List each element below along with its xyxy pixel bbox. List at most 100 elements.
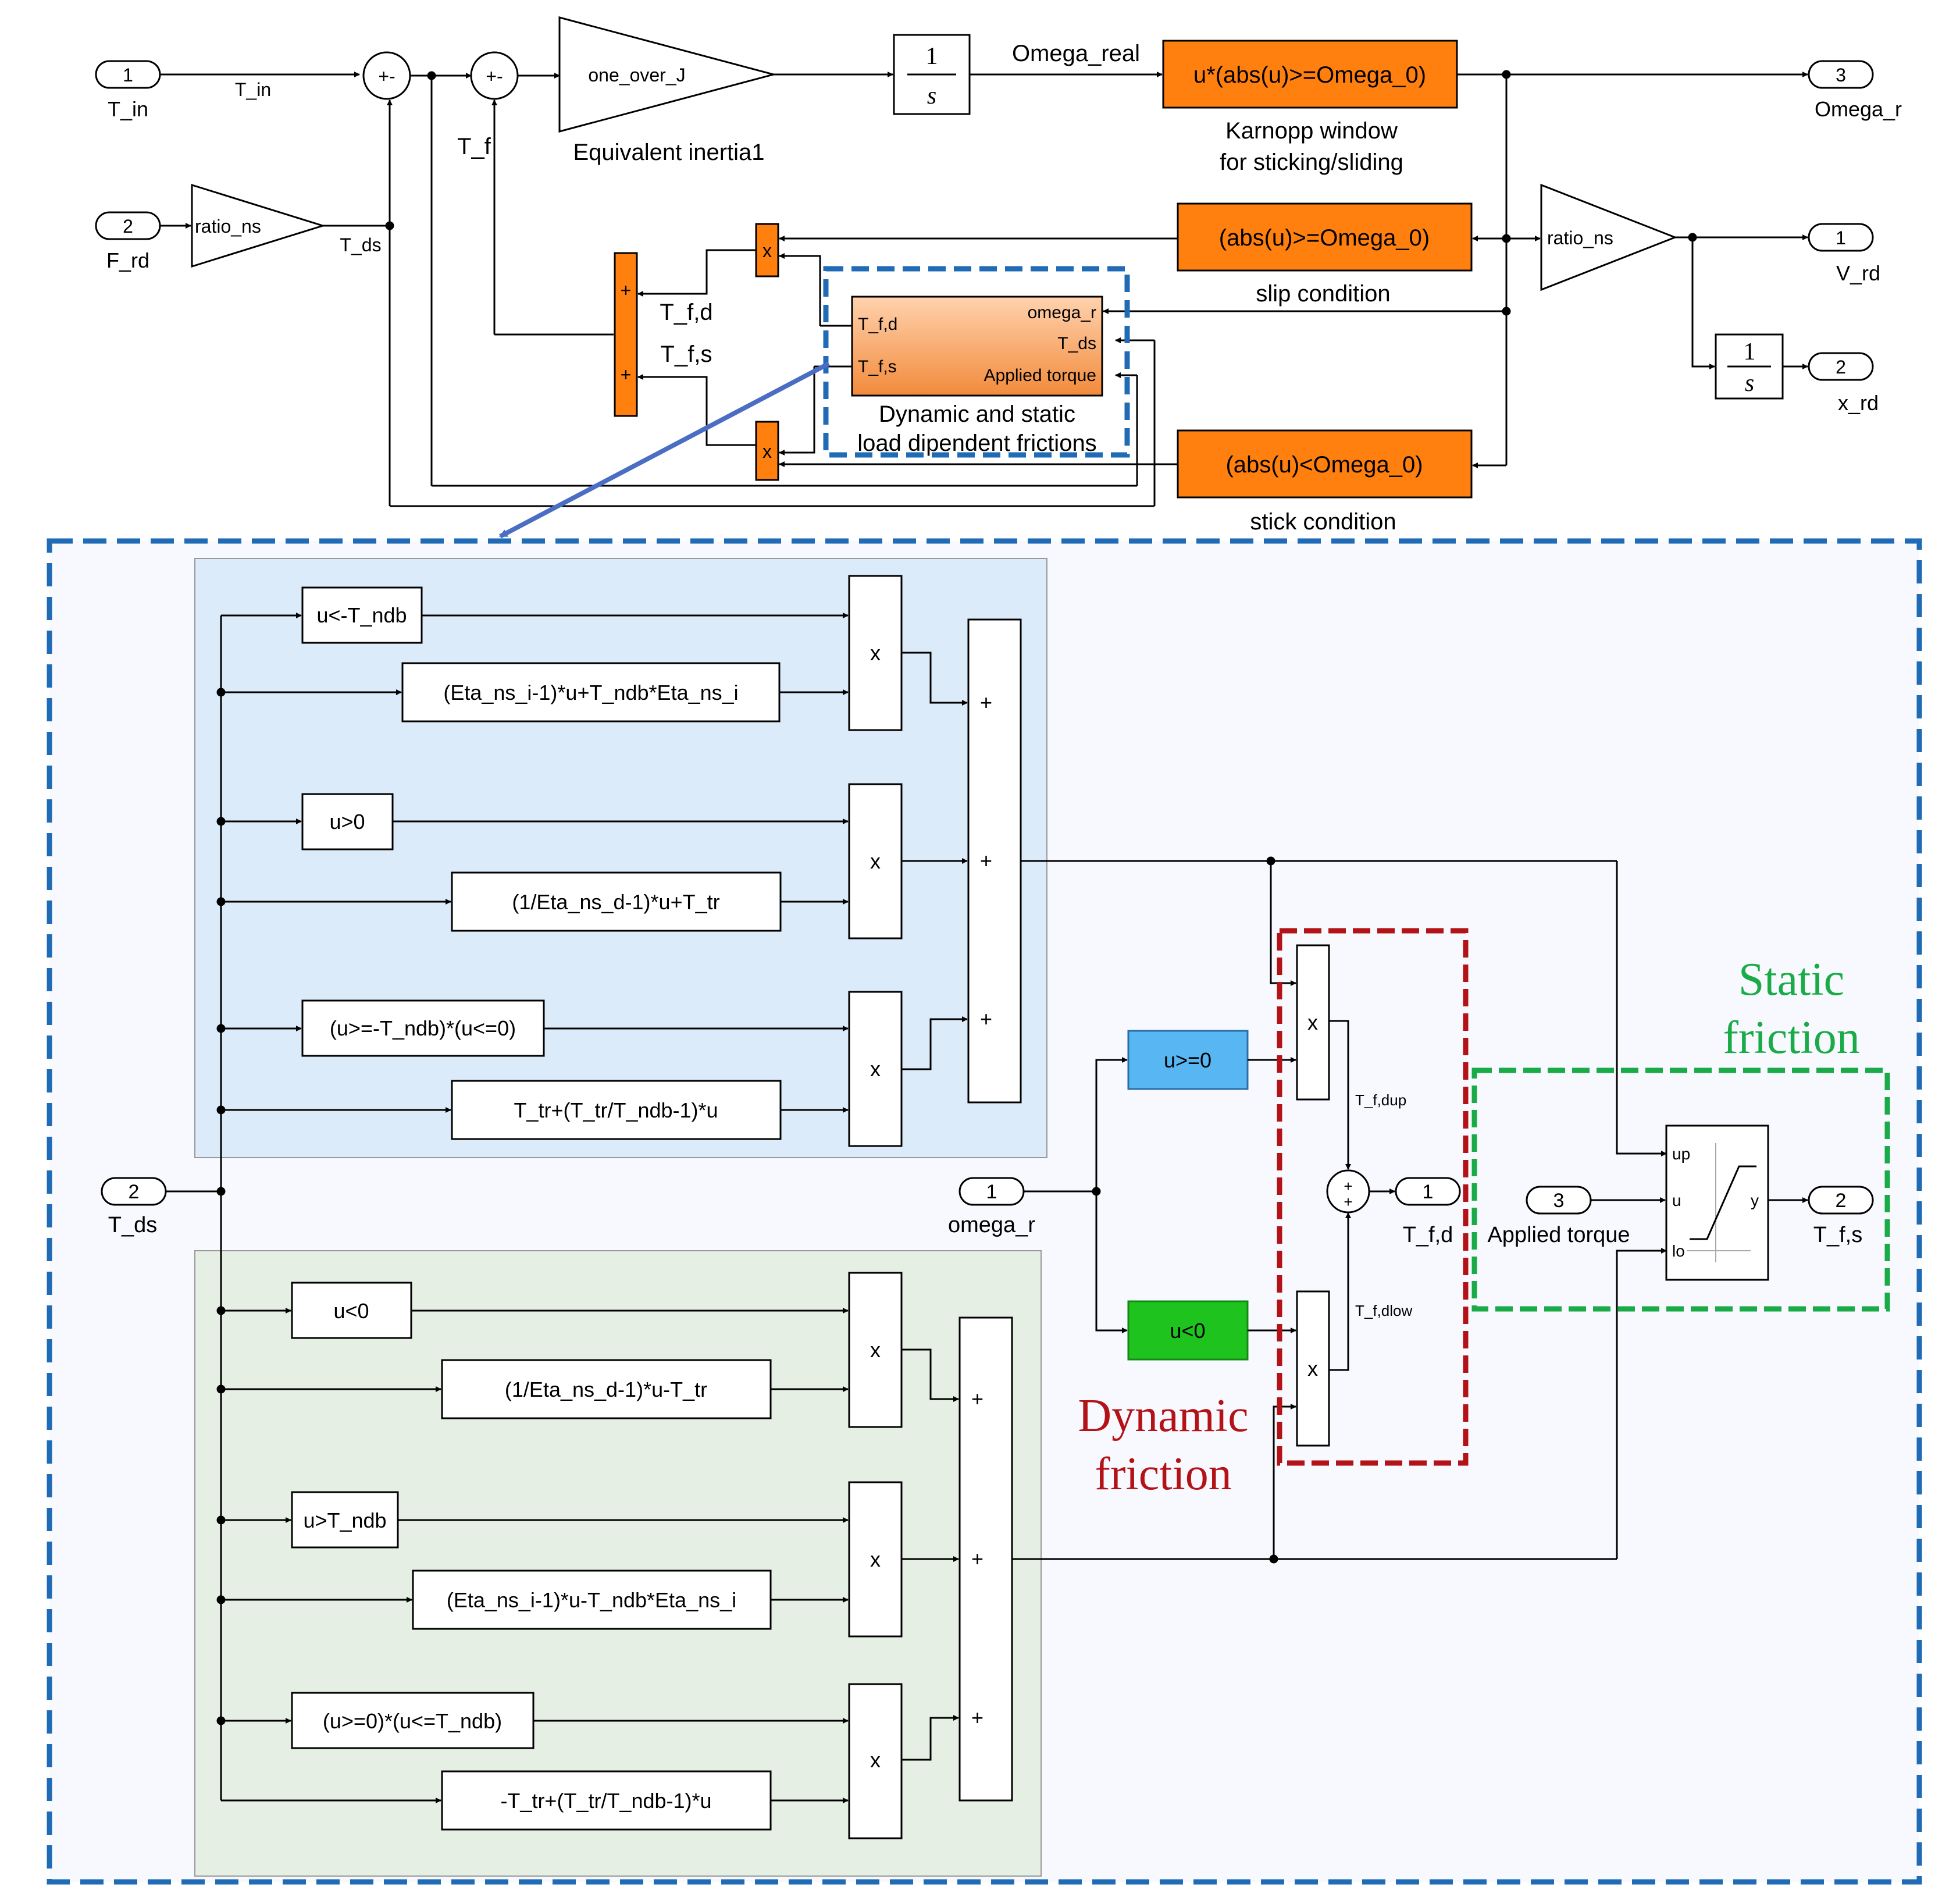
outport-omega-r[interactable]	[1808, 60, 1874, 89]
subsystem-caption-1: Dynamic and static	[879, 401, 1075, 427]
mult-lower-3-label: x	[870, 1748, 881, 1772]
fcn-upper-5[interactable]	[301, 999, 545, 1057]
slip-block-label: (abs(u)>=Omega_0)	[1219, 225, 1430, 251]
outport-tfs-label: T_f,s	[1813, 1223, 1862, 1247]
sum-dynamic-plus-1: +	[1344, 1177, 1352, 1195]
friction-subsystem[interactable]	[851, 296, 1103, 397]
sum-lower-plus-1: +	[971, 1387, 984, 1411]
zoom-arrow	[499, 361, 830, 539]
fcn-lower-3-label: u>T_ndb	[303, 1508, 386, 1532]
signal-tfd: T_f,d	[660, 300, 712, 325]
mult-upper-3-label: x	[870, 1057, 881, 1081]
fcn-upper-2[interactable]	[401, 662, 781, 723]
gain-one-over-j-caption: Equivalent inertia1	[573, 140, 764, 165]
inport-omega-r-num: 1	[986, 1181, 997, 1203]
mult-slip[interactable]	[755, 223, 779, 277]
sum-dynamic-plus-2: +	[1344, 1193, 1352, 1211]
gain-ratio-ns-1[interactable]	[191, 183, 326, 268]
sum-1-signs: +-	[378, 66, 395, 87]
static-friction-box	[1471, 1067, 1890, 1312]
inport-t-in-num: 1	[123, 65, 133, 86]
mult-stick-label: x	[762, 441, 772, 462]
fcn-upper-1-label: u<-T_ndb	[316, 603, 407, 627]
fcn-lower-2[interactable]	[441, 1359, 772, 1419]
sum-upper-plus-3: +	[980, 1007, 992, 1031]
fcn-lower-4[interactable]	[412, 1570, 772, 1630]
stick-block[interactable]	[1177, 429, 1473, 499]
outport-x-rd-num: 2	[1836, 357, 1846, 378]
inport-f-rd-label: F_rd	[106, 248, 149, 272]
stick-block-label: (abs(u)<Omega_0)	[1225, 452, 1423, 478]
compare-ge-zero[interactable]	[1127, 1030, 1249, 1090]
fcn-lower-1[interactable]	[291, 1282, 412, 1339]
fcn-lower-5-label: (u>=0)*(u<=T_ndb)	[323, 1709, 502, 1733]
subsystem-port-tds: T_ds	[1057, 334, 1096, 353]
mult-upper-3[interactable]	[848, 991, 903, 1147]
outport-v-rd[interactable]	[1808, 223, 1874, 252]
sum-upper-plus-2: +	[980, 849, 992, 873]
karnopp-block-label: u*(abs(u)>=Omega_0)	[1193, 62, 1426, 88]
saturation-dynamic[interactable]	[1665, 1124, 1769, 1281]
mult-dynamic-low[interactable]	[1296, 1290, 1330, 1447]
signal-t-in: T_in	[235, 79, 271, 100]
sum-upper[interactable]	[967, 618, 1022, 1104]
mult-dynamic-up[interactable]	[1296, 944, 1330, 1101]
fcn-lower-6[interactable]	[441, 1770, 772, 1831]
fcn-upper-2-label: (Eta_ns_i-1)*u+T_ndb*Eta_ns_i	[443, 681, 738, 704]
mult-lower-3[interactable]	[848, 1683, 903, 1839]
saturation-y-label: y	[1751, 1191, 1759, 1209]
fcn-upper-6-label: T_tr+(T_tr/T_ndb-1)*u	[514, 1098, 718, 1122]
gain-one-over-j-label: one_over_J	[588, 65, 685, 86]
outport-tfd[interactable]	[1395, 1177, 1461, 1206]
signal-tfs: T_f,s	[661, 341, 712, 367]
karnopp-block[interactable]	[1162, 40, 1458, 109]
sum-friction[interactable]	[614, 252, 638, 417]
compare-ge-zero-label: u>=0	[1164, 1048, 1211, 1072]
detail-wires	[101, 575, 1874, 1839]
integrator-1-num: 1	[926, 43, 938, 70]
karnopp-caption-2: for sticking/sliding	[1220, 150, 1403, 175]
mult-upper-2-label: x	[870, 849, 881, 873]
dynamic-friction-box	[1277, 928, 1469, 1466]
fcn-upper-6[interactable]	[451, 1080, 782, 1140]
sum-lower[interactable]	[958, 1316, 1013, 1802]
fcn-upper-3[interactable]	[301, 793, 394, 850]
compare-lt-zero-label: u<0	[1170, 1319, 1205, 1343]
gain-ratio-ns-2[interactable]	[1540, 183, 1678, 291]
outport-omega-r-num: 3	[1836, 65, 1846, 86]
mult-dynamic-up-label: x	[1307, 1010, 1318, 1034]
fcn-lower-1-label: u<0	[333, 1299, 369, 1323]
inport-t-ds-label: T_ds	[108, 1213, 157, 1237]
fcn-lower-3[interactable]	[291, 1491, 399, 1549]
signal-t-ds: T_ds	[340, 234, 381, 255]
subsystem-caption-2: load dipendent frictions	[857, 430, 1096, 456]
mult-stick[interactable]	[755, 421, 779, 481]
sum-friction-plus-2: +	[621, 364, 632, 385]
karnopp-caption-1: Karnopp window	[1225, 118, 1398, 144]
sum-lower-plus-3: +	[971, 1706, 984, 1729]
inport-f-rd-num: 2	[123, 216, 133, 237]
slip-block[interactable]	[1177, 202, 1473, 272]
subsystem-highlight	[823, 266, 1130, 458]
subsystem-port-omega: omega_r	[1028, 303, 1096, 322]
outport-x-rd-label: x_rd	[1838, 391, 1879, 415]
outport-tfs[interactable]	[1808, 1186, 1874, 1215]
mult-dynamic-low-label: x	[1307, 1357, 1318, 1380]
saturation-up-label: up	[1672, 1145, 1690, 1163]
outport-x-rd[interactable]	[1808, 352, 1874, 381]
fcn-lower-2-label: (1/Eta_ns_d-1)*u-T_tr	[505, 1378, 707, 1401]
inport-t-in-label: T_in	[108, 97, 148, 121]
fcn-lower-6-label: -T_tr+(T_tr/T_ndb-1)*u	[500, 1789, 711, 1813]
mult-upper-1[interactable]	[848, 575, 903, 731]
inport-applied-label: Applied torque	[1487, 1223, 1630, 1247]
gain-one-over-j[interactable]	[558, 16, 777, 133]
outport-v-rd-num: 1	[1836, 227, 1846, 248]
inport-applied-num: 3	[1553, 1190, 1565, 1212]
dynamic-friction-title-2: friction	[1095, 1449, 1231, 1500]
inport-t-ds-num: 2	[129, 1181, 140, 1203]
sum-upper-plus-1: +	[980, 691, 992, 714]
fcn-upper-4[interactable]	[451, 871, 782, 932]
outport-v-rd-label: V_rd	[1836, 261, 1880, 285]
compare-lt-zero[interactable]	[1127, 1300, 1249, 1361]
